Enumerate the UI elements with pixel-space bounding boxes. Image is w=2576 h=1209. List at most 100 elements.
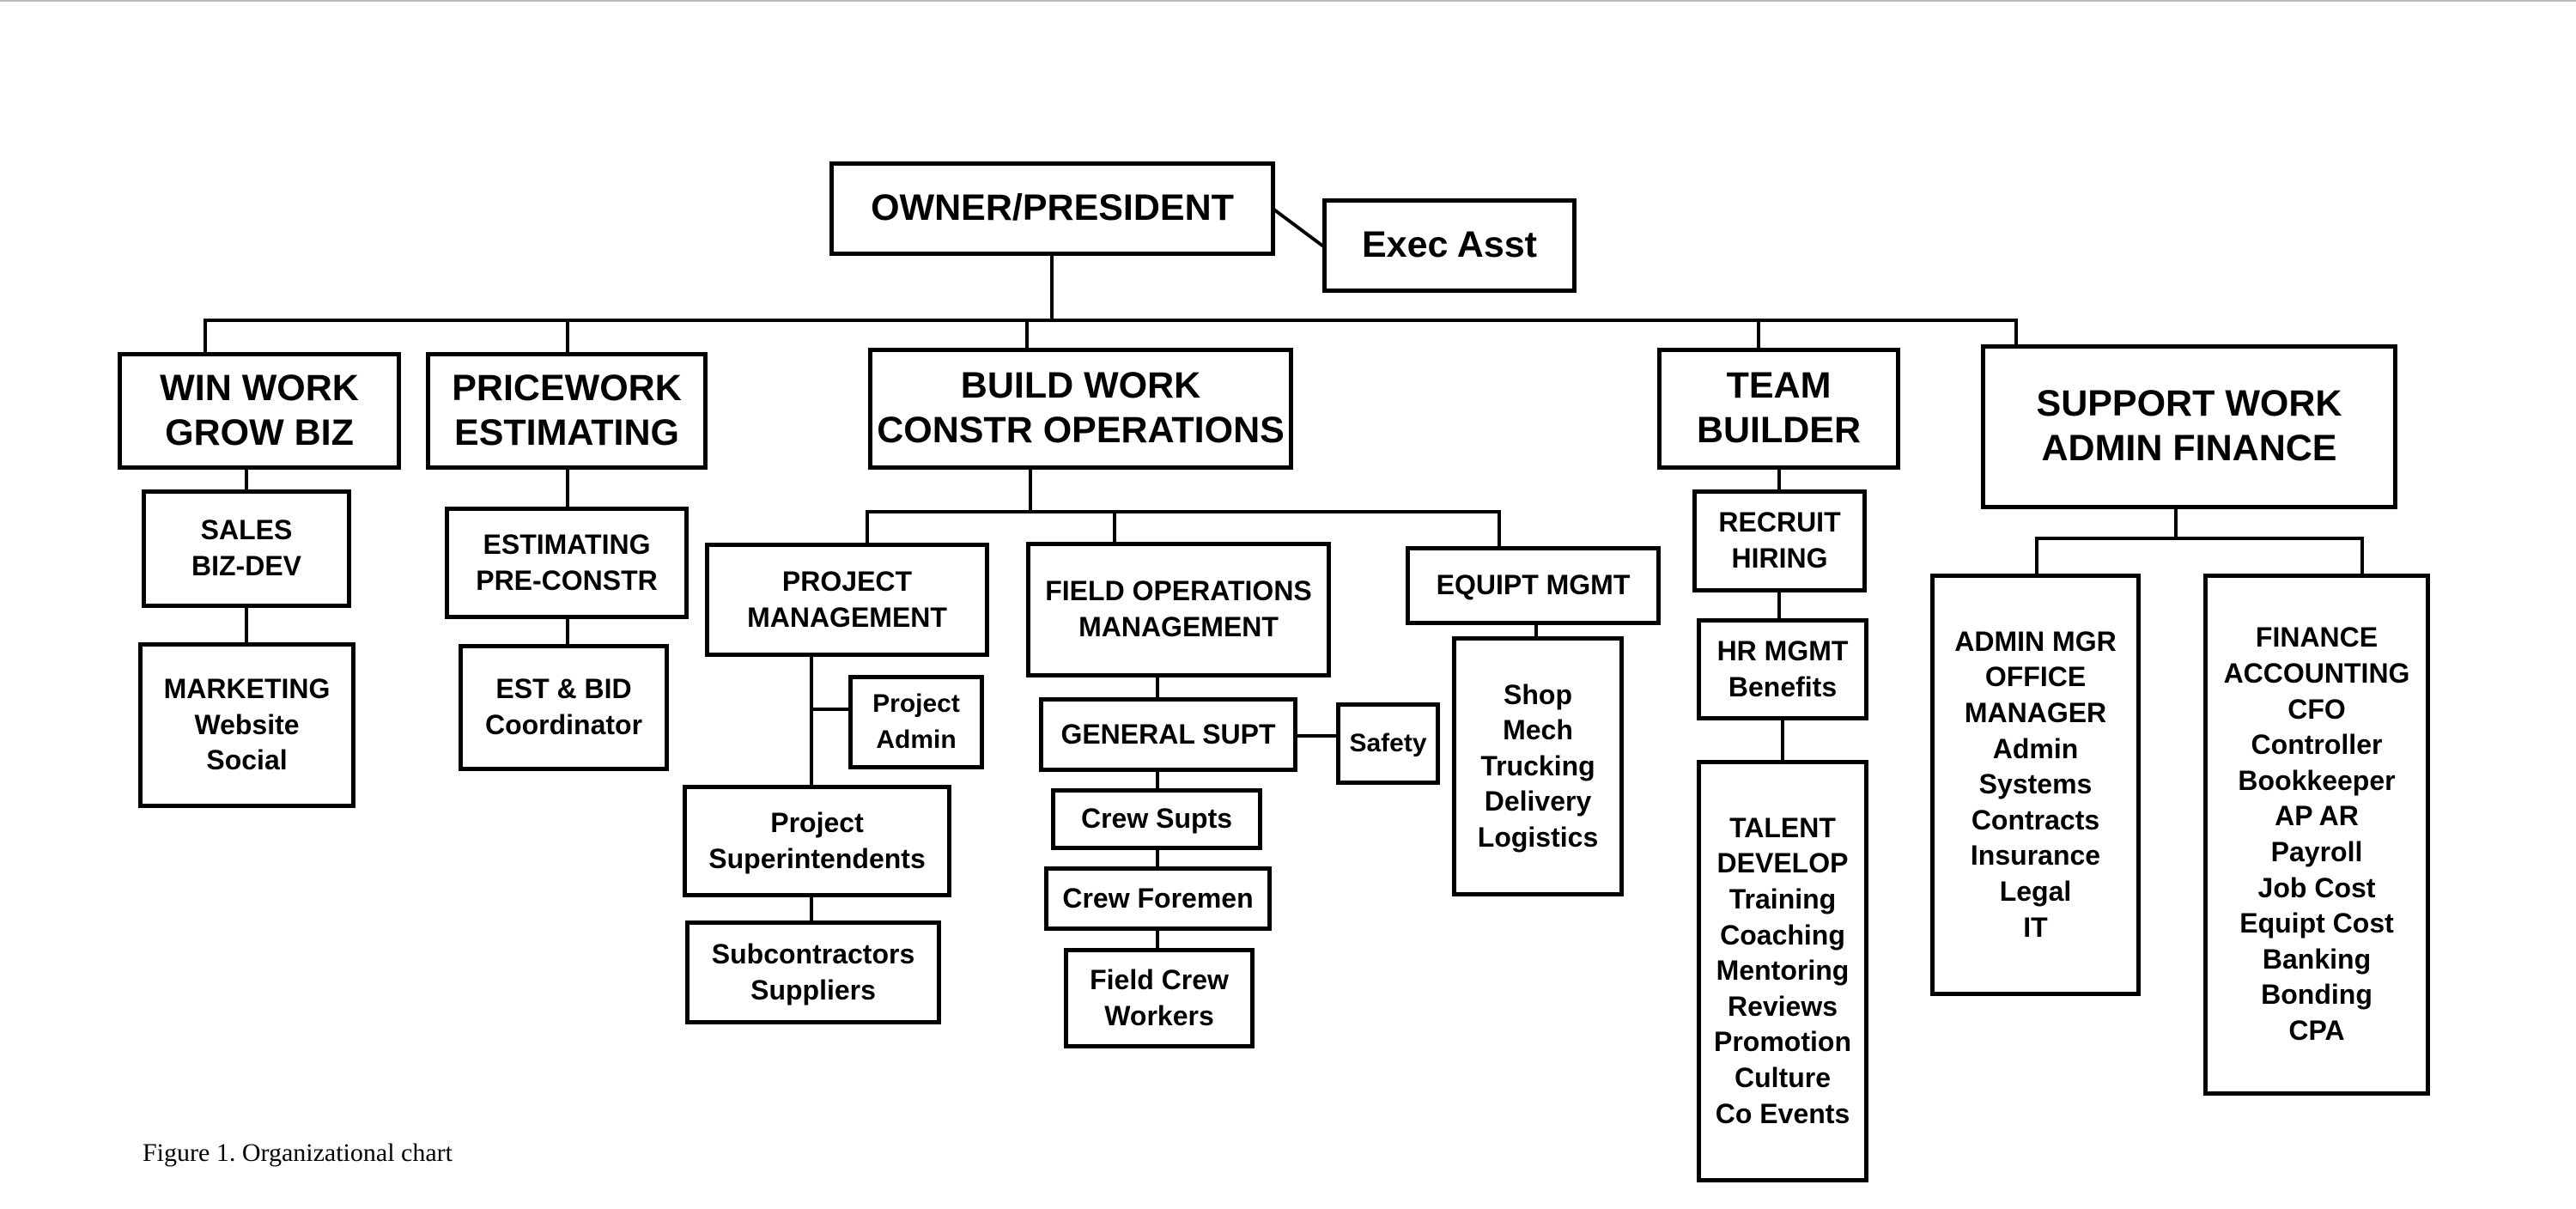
node-text-line: Project [872,690,960,718]
node-text-line: Subcontractors [711,938,915,969]
node-text-line: Coordinator [484,709,643,740]
estimating-box: ESTIMATING PRE-CONSTR [445,507,689,619]
node-text-line: ADMIN FINANCE [2041,428,2337,469]
node-text-line: BUILDER [1696,410,1862,451]
node-text-line: PRE-CONSTR [476,564,658,596]
node-text-line: Coaching [1720,919,1845,951]
recruit-hiring-box: RECRUIT HIRING [1692,489,1867,592]
node-text-line: Delivery [1484,786,1592,817]
node-text-line: GROW BIZ [165,411,354,453]
crew-foremen-box: Crew Foremen [1044,866,1272,931]
node-text-line: OFFICE [1984,661,2087,693]
field-operations-box: FIELD OPERATIONS MANAGEMENT [1026,542,1331,677]
node-text-line: RECRUIT [1718,507,1841,538]
crew-supts-box: Crew Supts [1051,788,1262,850]
node-text-line: OWNER/PRESIDENT [871,187,1234,229]
node-text-line: WIN WORK [160,367,359,409]
node-text-line: Promotion [1714,1026,1851,1058]
node-text-line: HR MGMT [1716,635,1849,666]
hr-mgmt-box: HR MGMT Benefits [1697,618,1868,720]
node-text-line: Superintendents [708,842,926,874]
node-text-line: Admin [1992,732,2079,764]
node-text-line: BIZ-DEV [191,550,301,581]
node-text-line: Bonding [2261,979,2372,1011]
safety-box: Safety [1336,702,1440,785]
project-management-box: PROJECT MANAGEMENT [705,543,989,657]
est-bid-box: EST & BID Coordinator [459,644,669,771]
node-text-line: Shop [1504,678,1572,710]
node-text-line: CFO [2287,693,2346,725]
node-text-line: Contracts [1971,804,2100,835]
node-text-line: Mentoring [1716,955,1850,987]
node-text-line: GENERAL SUPT [1060,718,1276,750]
node-text-line: Equipt Cost [2239,908,2394,939]
node-text-line: CPA [2288,1014,2345,1046]
node-text-line: Trucking [1480,750,1595,781]
node-text-line: Co Events [1715,1097,1850,1129]
node-text-line: EST & BID [495,673,632,705]
node-text-line: Banking [2262,943,2372,975]
figure-caption: Figure 1. Organizational chart [143,1139,453,1167]
node-text-line: Admin [876,726,957,754]
connector-line [1273,208,1325,248]
node-text-line: BUILD WORK [960,365,1201,407]
node-text-line: MANAGER [1964,697,2107,729]
general-supt-box: GENERAL SUPT [1039,697,1297,772]
node-text-line: Safety [1349,729,1427,757]
exec-asst-box: Exec Asst [1322,198,1577,293]
node-text-line: DEVELOP [1716,848,1849,879]
node-text-line: HIRING [1731,543,1828,574]
node-text-line: SUPPORT WORK [2036,383,2342,425]
node-text-line: ADMIN MGR [1954,625,2117,657]
node-text-line: Job Cost [2257,872,2376,903]
node-text-line: Social [206,744,288,776]
node-text-line: Benefits [1728,671,1838,702]
node-text-line: AP AR [2275,800,2359,832]
node-text-line: TALENT [1729,811,1836,843]
node-text-line: Culture [1735,1061,1831,1093]
node-text-line: Workers [1104,999,1214,1031]
node-text-line: Systems [1978,769,2093,800]
owner-president-box: OWNER/PRESIDENT [829,161,1275,256]
node-text-line: PRICEWORK [452,367,682,409]
node-text-line: Training [1728,884,1837,915]
node-text-line: Logistics [1477,821,1599,853]
node-text-line: Exec Asst [1362,224,1537,266]
node-text-line: Payroll [2270,836,2363,867]
node-text-line: MARKETING [163,673,331,705]
node-text-line: MANAGEMENT [1078,611,1279,642]
node-text-line: FINANCE [2255,622,2379,653]
node-text-line: Crew Foremen [1062,882,1254,914]
node-text-line: CONSTR OPERATIONS [877,410,1285,451]
top-border-line [0,0,2576,2]
node-text-line: FIELD OPERATIONS [1045,575,1312,607]
node-text-line: Suppliers [750,974,876,1005]
node-text-line: Project [770,806,864,838]
node-text-line: ESTIMATING [454,411,679,453]
node-text-line: MANAGEMENT [747,601,947,633]
node-text-line: ACCOUNTING [2223,658,2410,690]
node-text-line: Field Crew [1090,963,1229,995]
node-text-line: Legal [1999,875,2072,907]
node-text-line: Mech [1503,714,1573,746]
node-text-line: IT [2023,911,2048,943]
node-text-line: PROJECT [781,565,913,597]
node-text-line: Bookkeeper [2238,764,2396,796]
node-text-line: Controller [2251,729,2383,761]
node-text-line: ESTIMATING [483,528,651,560]
